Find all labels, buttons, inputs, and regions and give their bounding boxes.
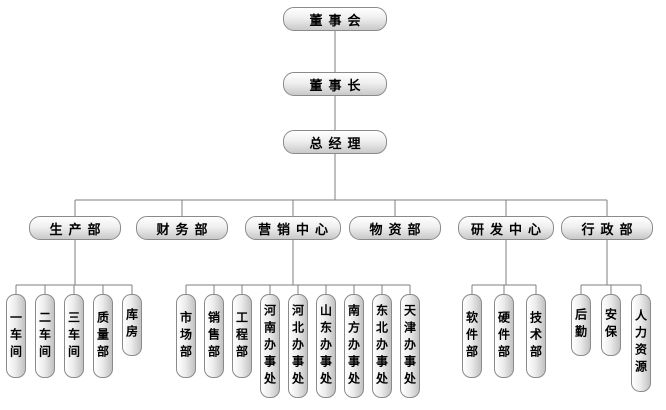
unit-engineering-dept: 工程部 <box>232 294 252 378</box>
unit-sales-dept: 销售部 <box>204 294 224 378</box>
general-manager-node: 总经理 <box>283 130 387 154</box>
unit-shandong-office: 山东办事处 <box>316 294 336 398</box>
unit-warehouse: 库房 <box>122 294 142 356</box>
unit-security: 安保 <box>601 294 621 356</box>
unit-human-resources: 人力资源 <box>631 294 651 392</box>
chairman-node: 董事长 <box>283 72 387 96</box>
dept-finance: 财务部 <box>136 216 228 240</box>
unit-quality: 质量部 <box>93 294 113 378</box>
unit-south-office: 南方办事处 <box>344 294 364 398</box>
unit-market-dept: 市场部 <box>176 294 196 378</box>
dept-administration: 行政部 <box>561 216 653 240</box>
dept-marketing-center: 营销中心 <box>245 216 341 240</box>
unit-workshop-3: 三车间 <box>64 294 84 378</box>
unit-tech-dept: 技术部 <box>526 294 546 378</box>
unit-tianjin-office: 天津办事处 <box>400 294 420 398</box>
dept-materials: 物资部 <box>349 216 441 240</box>
unit-hardware-dept: 硬件部 <box>494 294 514 378</box>
unit-workshop-1: 一车间 <box>6 294 26 378</box>
dept-production: 生产部 <box>29 216 121 240</box>
board-of-directors-node: 董事会 <box>283 7 387 31</box>
unit-software-dept: 软件部 <box>462 294 482 378</box>
unit-workshop-2: 二车间 <box>35 294 55 378</box>
unit-henan-office: 河南办事处 <box>260 294 280 398</box>
dept-rnd-center: 研发中心 <box>458 216 554 240</box>
unit-northeast-office: 东北办事处 <box>372 294 392 398</box>
unit-hebei-office: 河北办事处 <box>288 294 308 398</box>
unit-logistics: 后勤 <box>571 294 591 356</box>
